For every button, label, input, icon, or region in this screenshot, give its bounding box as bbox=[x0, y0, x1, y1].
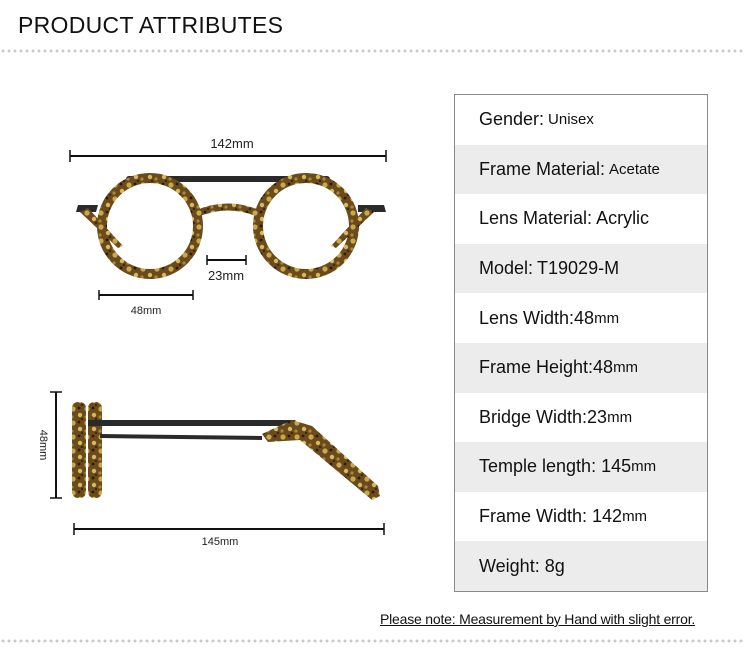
attr-row-lens-width: Lens Width:48 mm bbox=[455, 293, 707, 343]
attr-label: Lens Width:48 bbox=[479, 307, 595, 328]
attr-label: Model: bbox=[479, 258, 534, 279]
attr-row-temple-length: Temple length: 145 mm bbox=[455, 442, 707, 492]
attr-row-gender: Gender: Unisex bbox=[455, 95, 707, 145]
bridge-label: 23mm bbox=[208, 268, 244, 283]
attr-label: Temple length: 145 bbox=[479, 456, 632, 477]
page-title: PRODUCT ATTRIBUTES bbox=[18, 12, 284, 38]
attr-value: T19029-M bbox=[537, 258, 620, 279]
front-view: 142mm 23mm 48mm bbox=[69, 136, 387, 317]
attr-row-model: Model: T19029-M bbox=[455, 243, 707, 294]
attr-row-bridge-width: Bridge Width:23 mm bbox=[455, 393, 707, 443]
attributes-table: Gender: Unisex Frame Material: Acetate L… bbox=[454, 94, 708, 592]
lens-width-label: 48mm bbox=[131, 305, 162, 317]
dotted-divider-top bbox=[0, 49, 745, 53]
temple-length-label: 145mm bbox=[202, 536, 239, 548]
attr-value: mm bbox=[631, 458, 657, 476]
attr-label: Frame Width: 142 bbox=[479, 506, 623, 527]
attr-label: Frame Material: bbox=[479, 158, 606, 179]
attr-value: Acrylic bbox=[596, 208, 650, 229]
total-width-label: 142mm bbox=[210, 136, 253, 151]
attr-label: Gender: bbox=[479, 109, 545, 130]
attr-label: Frame Height:48 bbox=[479, 357, 614, 378]
attr-row-weight: Weight: 8g bbox=[455, 541, 707, 591]
attr-row-frame-height: Frame Height:48 mm bbox=[455, 342, 707, 393]
attr-label: Lens Material: bbox=[479, 208, 593, 229]
attr-value: mm bbox=[607, 408, 633, 426]
attr-row-frame-width: Frame Width: 142 mm bbox=[455, 492, 707, 542]
measurement-note: Please note: Measurement by Hand with sl… bbox=[380, 611, 696, 627]
attr-row-frame-material: Frame Material: Acetate bbox=[455, 144, 707, 195]
dotted-divider-bottom bbox=[0, 639, 745, 643]
attr-value: mm bbox=[594, 309, 620, 327]
attr-value: Unisex bbox=[548, 111, 594, 129]
height-label: 48mm bbox=[37, 430, 49, 461]
side-view: 48mm 145mm bbox=[37, 391, 385, 548]
attr-label: Bridge Width:23 bbox=[479, 406, 608, 427]
attr-row-lens-material: Lens Material: Acrylic bbox=[455, 194, 707, 244]
attr-value: mm bbox=[613, 359, 639, 377]
attr-value: Acetate bbox=[609, 160, 660, 178]
attr-label: Weight: 8g bbox=[479, 555, 565, 576]
attr-value: mm bbox=[622, 508, 648, 526]
